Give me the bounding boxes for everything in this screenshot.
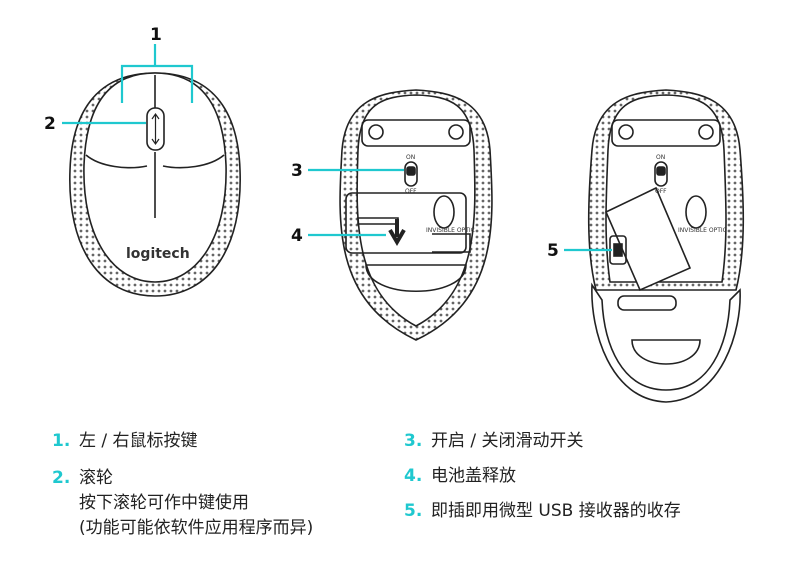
- mouse-top-view: [69, 72, 241, 297]
- legend-text-2: 滚轮: [79, 468, 113, 488]
- callout-3-label: 3: [291, 161, 303, 181]
- legend-num-5: 5.: [404, 501, 423, 521]
- legend-item-1: 1. 左 / 右鼠标按键: [52, 429, 392, 454]
- legend-left: 1. 左 / 右鼠标按键 2. 滚轮 按下滚轮可作中键使用 (功能可能依软件应用…: [52, 429, 392, 541]
- legend-item-4: 4. 电池盖释放: [404, 464, 784, 489]
- callout-1-bracket: [120, 44, 194, 103]
- legend-num-1: 1.: [52, 431, 71, 451]
- switch-off-label: OFF: [405, 188, 417, 195]
- legend-text-5: 即插即用微型 USB 接收器的收存: [431, 501, 681, 521]
- callout-5-label: 5: [547, 241, 559, 261]
- switch-on-label-2: ON: [656, 154, 665, 161]
- callout-1-label: 1: [150, 25, 162, 45]
- callout-4-label: 4: [291, 226, 303, 246]
- callout-2-label: 2: [44, 114, 56, 134]
- legend-text-2-line2: 按下滚轮可作中键使用: [79, 493, 249, 513]
- legend-text-3: 开启 / 关闭滑动开关: [431, 431, 584, 451]
- legend-item-3: 3. 开启 / 关闭滑动开关: [404, 429, 784, 454]
- sensor-label: INVISIBLE OPTIC: [426, 227, 475, 234]
- brand-logo-text: logitech: [126, 246, 190, 262]
- legend-num-2: 2.: [52, 468, 71, 488]
- mouse-bottom-view: [339, 89, 493, 341]
- sensor-label-2: INVISIBLE OPTIC: [678, 227, 727, 234]
- legend-item-5: 5. 即插即用微型 USB 接收器的收存: [404, 499, 784, 524]
- mouse-diagram: logitech 1 2 ON OFF INVISIBLE OPTIC 3 4: [44, 25, 745, 403]
- legend-text-2-line3: (功能可能依软件应用程序而异): [79, 518, 314, 538]
- legend-text-4: 电池盖释放: [431, 466, 516, 486]
- mouse-open-view: [587, 89, 745, 403]
- legend-text-1: 左 / 右鼠标按键: [79, 431, 198, 451]
- switch-off-label-2: OFF: [655, 188, 667, 195]
- legend-num-4: 4.: [404, 466, 423, 486]
- switch-on-label: ON: [406, 154, 415, 161]
- legend-item-2: 2. 滚轮: [52, 466, 392, 491]
- legend-right: 3. 开启 / 关闭滑动开关 4. 电池盖释放 5. 即插即用微型 USB 接收…: [404, 429, 784, 534]
- legend-num-3: 3.: [404, 431, 423, 451]
